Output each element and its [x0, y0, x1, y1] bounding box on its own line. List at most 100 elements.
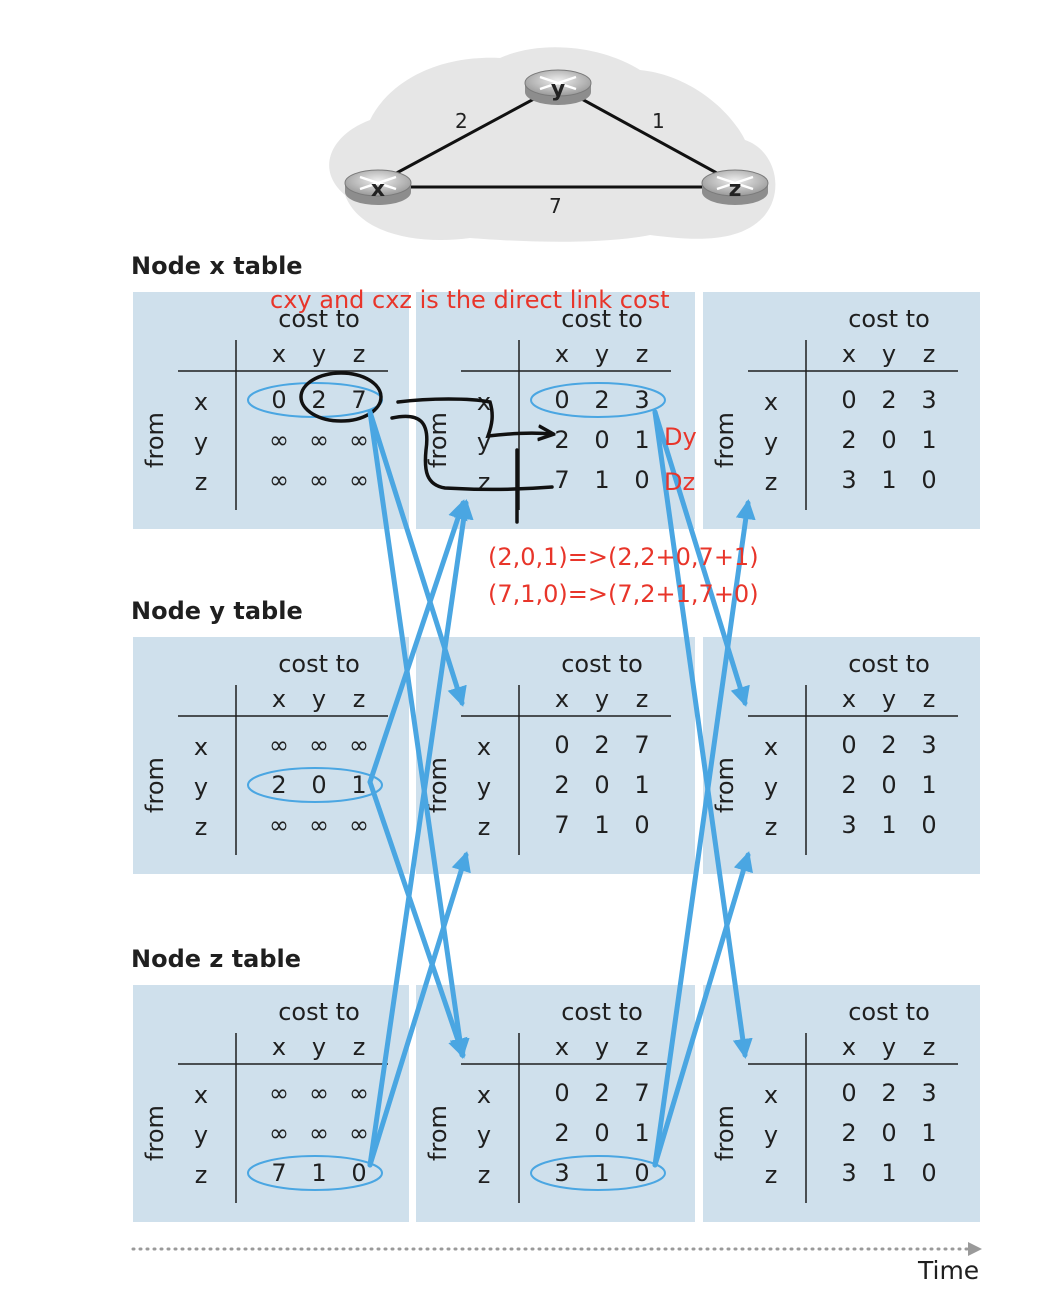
cost-cell: 0: [841, 1079, 856, 1107]
row-label: z: [478, 468, 491, 496]
cost-cell: 0: [841, 731, 856, 759]
column-label: y: [312, 685, 326, 713]
from-label: from: [424, 412, 452, 468]
row-label: y: [477, 773, 491, 801]
cost-to-header: cost to: [278, 650, 360, 678]
cost-cell: 2: [271, 771, 286, 799]
cost-cell: ∞: [309, 1079, 329, 1107]
cost-cell: 0: [634, 811, 649, 839]
cost-to-header: cost to: [848, 998, 930, 1026]
cost-cell: 0: [594, 426, 609, 454]
row-label: z: [765, 1161, 778, 1189]
from-label: from: [711, 412, 739, 468]
row-label: y: [194, 428, 208, 456]
network-topology: 2 1 7 xyz: [329, 47, 776, 242]
column-label: x: [842, 1033, 856, 1061]
cloud-background: [329, 47, 776, 242]
row-label: z: [478, 1161, 491, 1189]
column-label: x: [272, 685, 286, 713]
cost-to-header: cost to: [561, 305, 643, 333]
column-label: x: [272, 340, 286, 368]
cost-cell: 0: [634, 1159, 649, 1187]
column-label: z: [353, 685, 366, 713]
time-label: Time: [918, 1256, 980, 1285]
row-label: x: [194, 733, 208, 761]
column-label: z: [353, 340, 366, 368]
cost-cell: ∞: [269, 1079, 289, 1107]
message-arrows: [367, 409, 756, 1168]
cost-cell: 7: [554, 466, 569, 494]
column-label: y: [595, 340, 609, 368]
cost-to-header: cost to: [848, 305, 930, 333]
handwritten-annotations: [299, 371, 554, 524]
row-label: z: [195, 813, 208, 841]
dv-message-arrow-5: [367, 499, 474, 1168]
row-label: y: [477, 1121, 491, 1149]
cost-cell: 0: [554, 731, 569, 759]
ink-arrow-to-dz: [390, 414, 554, 492]
cost-cell: ∞: [309, 811, 329, 839]
cost-cell: ∞: [349, 1079, 369, 1107]
from-label: from: [141, 757, 169, 813]
cost-cell: ∞: [269, 466, 289, 494]
column-label: z: [923, 340, 936, 368]
cost-cell: 0: [594, 1119, 609, 1147]
cost-cell: 1: [634, 1119, 649, 1147]
column-label: x: [555, 1033, 569, 1061]
router-label-z: z: [729, 177, 742, 202]
from-label: from: [141, 412, 169, 468]
row-label: z: [765, 813, 778, 841]
column-label: z: [636, 1033, 649, 1061]
cost-cell: ∞: [349, 466, 369, 494]
link-y-z: [557, 84, 736, 185]
cost-cell: 0: [921, 1159, 936, 1187]
annotation-dy: Dy: [664, 423, 697, 451]
cost-cell: 3: [921, 1079, 936, 1107]
cost-cell: 7: [634, 731, 649, 759]
table-panel: [133, 985, 409, 1222]
dv-message-arrow-1: [367, 409, 467, 707]
cost-cell: 1: [921, 1119, 936, 1147]
cost-cell: ∞: [309, 1119, 329, 1147]
cost-cell: 7: [271, 1159, 286, 1187]
table-panel: [133, 292, 409, 529]
table-panel: [703, 292, 980, 529]
cost-cell: 2: [594, 731, 609, 759]
dv-message-arrow-4: [367, 779, 468, 1059]
link-cost-y-z: 1: [652, 109, 665, 133]
router-label-x: x: [371, 177, 385, 202]
cost-cell: 0: [881, 771, 896, 799]
cost-to-header: cost to: [848, 650, 930, 678]
row-label: x: [477, 733, 491, 761]
table-panel: [133, 637, 409, 874]
router-x: x: [344, 169, 412, 205]
from-label: from: [711, 1105, 739, 1161]
cost-cell: 7: [634, 1079, 649, 1107]
column-label: z: [636, 685, 649, 713]
dv-message-arrow-3: [367, 499, 468, 785]
cost-cell: 7: [351, 386, 366, 414]
cost-cell: ∞: [309, 426, 329, 454]
router-label-y: y: [551, 77, 565, 102]
link-x-y: [377, 84, 559, 185]
cost-cell: 1: [881, 1159, 896, 1187]
column-label: y: [312, 1033, 326, 1061]
cost-cell: 2: [881, 386, 896, 414]
ink-circle-direct-costs: [299, 371, 383, 423]
row-label: x: [477, 1081, 491, 1109]
column-label: x: [555, 340, 569, 368]
column-label: z: [353, 1033, 366, 1061]
cost-cell: 0: [921, 466, 936, 494]
cost-cell: 3: [634, 386, 649, 414]
row-label: z: [765, 468, 778, 496]
row-label: y: [764, 773, 778, 801]
column-label: x: [842, 685, 856, 713]
dv-message-arrow-2: [367, 409, 470, 1059]
